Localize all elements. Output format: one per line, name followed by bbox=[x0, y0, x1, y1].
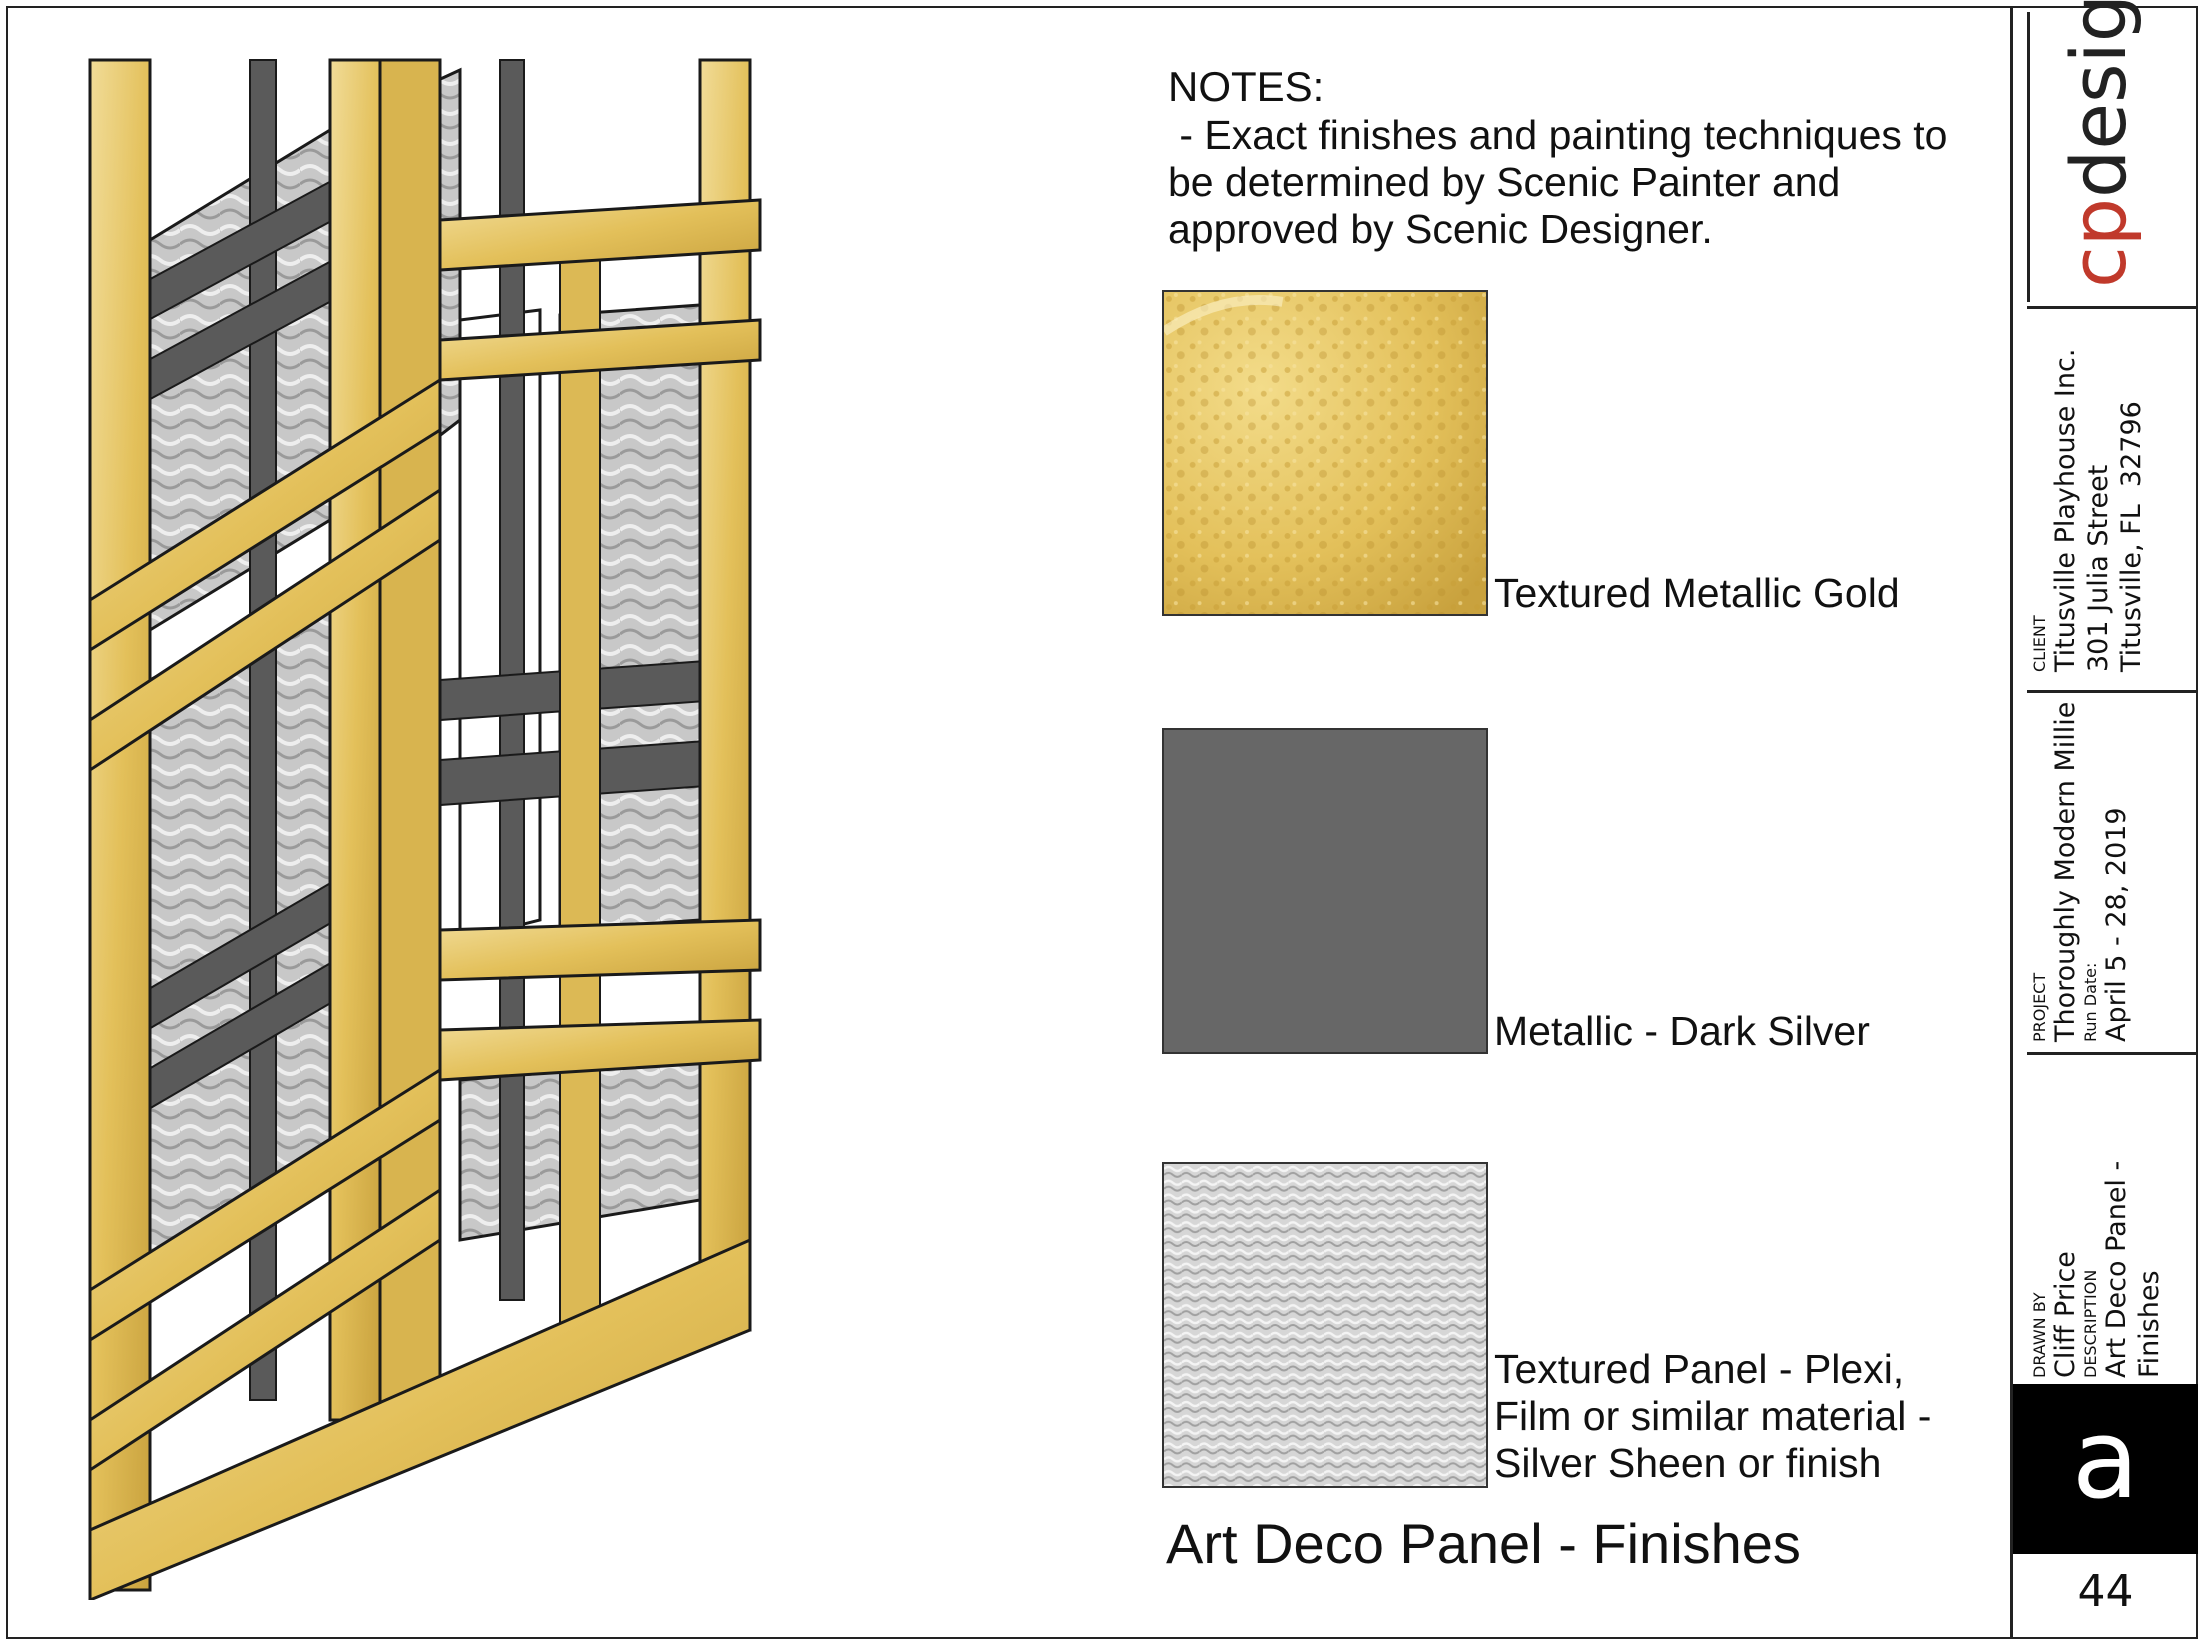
swatch-label-line: Textured Panel - Plexi, bbox=[1494, 1346, 1905, 1392]
description-line: Art Deco Panel - bbox=[2101, 1160, 2132, 1378]
notes-body: - Exact finishes and painting techniques… bbox=[1168, 112, 2028, 253]
panel-illustration bbox=[88, 58, 762, 1603]
sheet-title: Art Deco Panel - Finishes bbox=[1166, 1512, 1801, 1575]
drawn-by-section: DRAWN BY Cliff Price DESCRIPTION Art Dec… bbox=[2030, 1160, 2166, 1378]
frame-base-rail bbox=[88, 1237, 752, 1603]
frame-rail-lower bbox=[88, 1067, 442, 1343]
notes-title: NOTES: bbox=[1168, 63, 1325, 110]
swatch-textured-metallic-gold bbox=[1162, 290, 1488, 616]
logo-letters: cp bbox=[2054, 197, 2143, 288]
client-caption: CLIENT bbox=[2030, 615, 2049, 672]
notes-block: NOTES: - Exact finishes and painting tec… bbox=[1168, 64, 2028, 253]
project-caption: PROJECT bbox=[2030, 972, 2049, 1042]
cp-design-logo: cpdesign bbox=[2054, 0, 2143, 288]
client-section: CLIENT Titusville Playhouse Inc. 301 Jul… bbox=[2030, 348, 2148, 672]
title-block: cpdesign CLIENT Titusville Playhouse Inc… bbox=[2010, 0, 2198, 1639]
swatch-label-line: Textured Metallic Gold bbox=[1494, 570, 1900, 616]
logo-word: design bbox=[2054, 0, 2143, 198]
art-deco-panel-drawing bbox=[60, 40, 1060, 1603]
project-section: PROJECT Thoroughly Modern Millie Run Dat… bbox=[2030, 701, 2133, 1042]
client-city: Titusville, FL 32796 bbox=[2116, 401, 2147, 672]
run-dates: April 5 - 28, 2019 bbox=[2101, 807, 2132, 1042]
notes-line: - Exact finishes and painting techniques… bbox=[1168, 112, 1948, 158]
notes-line: approved by Scenic Designer. bbox=[1168, 206, 1713, 252]
drawn-by-caption: DRAWN BY bbox=[2030, 1292, 2049, 1378]
frame-stile-right bbox=[698, 58, 752, 1332]
swatch-metallic-dark-silver bbox=[1162, 728, 1488, 1054]
swatch-label-dark-silver: Metallic - Dark Silver bbox=[1494, 1008, 1870, 1055]
drawn-by-name: Cliff Price bbox=[2050, 1251, 2081, 1378]
description-line: Finishes bbox=[2134, 1270, 2165, 1378]
swatch-label-line: Metallic - Dark Silver bbox=[1494, 1008, 1870, 1054]
page-number: 44 bbox=[2077, 1566, 2134, 1617]
swatch-label-gold: Textured Metallic Gold bbox=[1494, 570, 1900, 617]
sheet-letter: a bbox=[2013, 1384, 2198, 1554]
client-street: 301 Julia Street bbox=[2083, 464, 2114, 672]
swatch-label-line: Silver Sheen or finish bbox=[1494, 1440, 1882, 1486]
client-name: Titusville Playhouse Inc. bbox=[2050, 348, 2081, 672]
swatch-textured-panel-plexi bbox=[1162, 1162, 1488, 1488]
frame-stile-center bbox=[328, 58, 382, 1422]
frame-rail-upper bbox=[88, 377, 442, 653]
description-caption: DESCRIPTION bbox=[2081, 1269, 2100, 1378]
run-date-caption: Run Date: bbox=[2081, 962, 2100, 1042]
swatch-label-plexi: Textured Panel - Plexi, Film or similar … bbox=[1494, 1346, 1931, 1487]
project-name: Thoroughly Modern Millie bbox=[2050, 701, 2081, 1042]
swatch-label-line: Film or similar material - bbox=[1494, 1393, 1932, 1439]
frame-stile-left bbox=[88, 58, 152, 1592]
notes-line: be determined by Scenic Painter and bbox=[1168, 159, 1841, 205]
